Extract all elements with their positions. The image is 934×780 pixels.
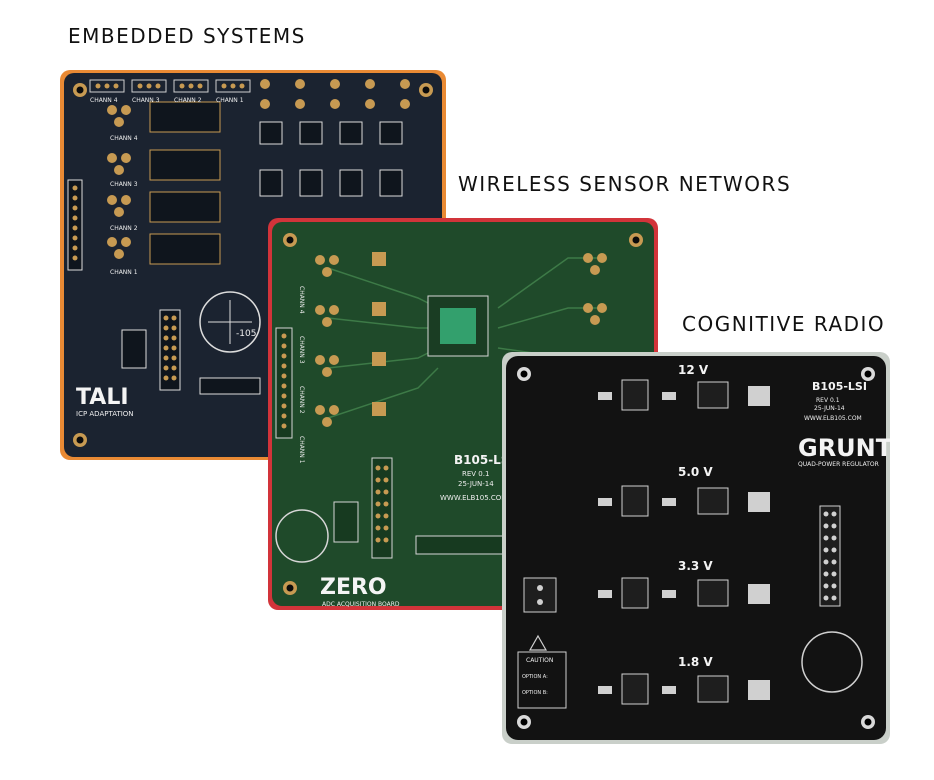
zero-date: 25-JUN-14	[458, 480, 494, 488]
caption-wireless-sensor-networks: WIRELESS SENSOR NETWORS	[458, 172, 792, 196]
tali-board-subtitle: ICP ADAPTATION	[76, 410, 134, 418]
grunt-voltage-1v8: 1.8 V	[678, 655, 713, 669]
grunt-board-name: GRUNT	[798, 434, 890, 462]
tali-chann-left-1: CHANN 4	[110, 135, 138, 142]
grunt-caution: CAUTION	[526, 657, 553, 664]
grunt-voltage-3v3: 3.3 V	[678, 559, 713, 573]
zero-chann-2: CHANN 3	[298, 336, 305, 364]
grunt-voltage-5: 5.0 V	[678, 465, 713, 479]
caption-cognitive-radio: COGNITIVE RADIO	[682, 312, 886, 336]
tali-chann-left-3: CHANN 2	[110, 225, 138, 232]
zero-rev: REV 0.1	[462, 470, 489, 478]
zero-board-name: ZERO	[320, 575, 387, 600]
grunt-url: WWW.ELB105.COM	[804, 415, 862, 422]
zero-chann-3: CHANN 2	[298, 386, 305, 414]
grunt-model: B105-LSI	[812, 380, 867, 393]
tali-chann-left-4: CHANN 1	[110, 269, 138, 276]
tali-chann-left-2: CHANN 3	[110, 181, 138, 188]
grunt-rev: REV 0.1	[816, 397, 840, 404]
grunt-option-a: OPTION A:	[522, 674, 548, 680]
zero-board-subtitle: ADC ACQUISITION BOARD	[322, 601, 400, 608]
tali-chann-top-2: CHANN 3	[132, 97, 160, 104]
zero-model: B105-LSI	[454, 453, 514, 467]
tali-chann-top-4: CHANN 1	[216, 97, 244, 104]
grunt-date: 25-JUN-14	[814, 405, 845, 412]
zero-url: WWW.ELB105.COM	[440, 494, 507, 502]
grunt-board-subtitle: QUAD-POWER REGULATOR	[798, 461, 879, 468]
zero-chann-1: CHANN 4	[298, 286, 305, 314]
tali-logo-text: -105	[236, 329, 256, 339]
board-grunt-art: CAUTION OPTION A: OPTION B: 12 V 5.0 V 3…	[506, 356, 890, 740]
tali-chann-top-3: CHANN 2	[174, 97, 202, 104]
tali-board-name: TALI	[76, 385, 129, 410]
board-grunt: CAUTION OPTION A: OPTION B: 12 V 5.0 V 3…	[502, 352, 890, 744]
caption-embedded-systems: EMBEDDED SYSTEMS	[68, 24, 306, 48]
tali-chann-top-1: CHANN 4	[90, 97, 118, 104]
grunt-voltage-12: 12 V	[678, 363, 709, 377]
zero-chann-4: CHANN 1	[298, 436, 305, 464]
grunt-option-b: OPTION B:	[522, 690, 548, 696]
